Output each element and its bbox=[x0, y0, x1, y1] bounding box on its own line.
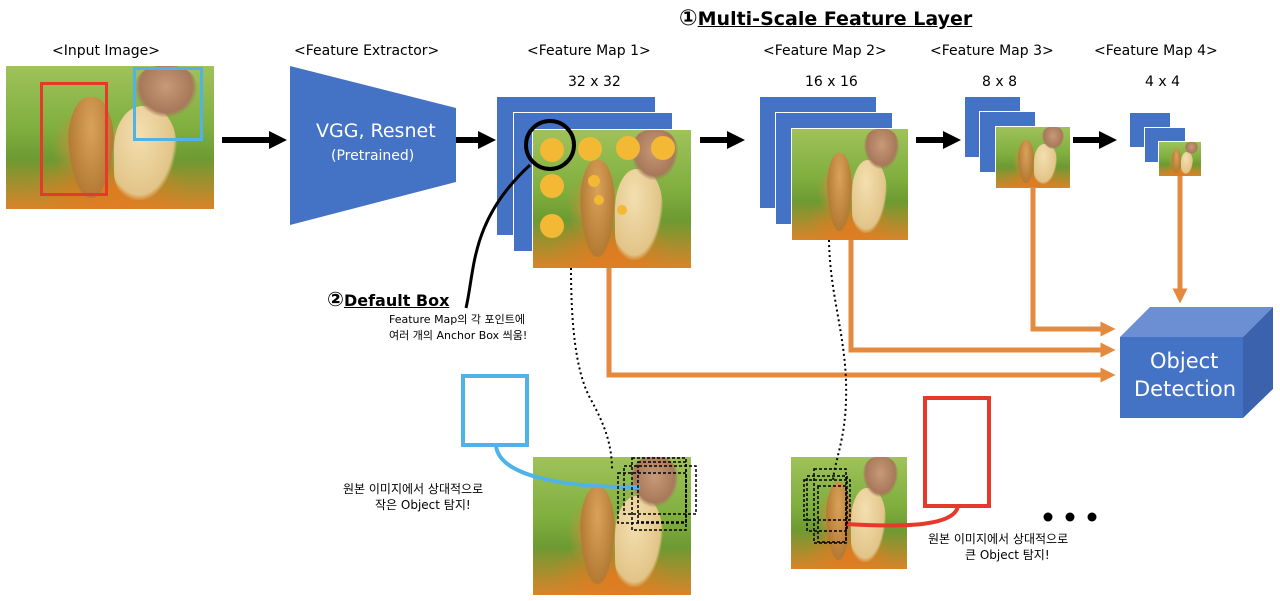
feature-map-3-image bbox=[995, 126, 1071, 189]
large-object-text-line2: 큰 Object 탐지! bbox=[965, 548, 1050, 562]
extractor-note: (Pretrained) bbox=[331, 148, 415, 164]
feature-map-4-size: 4 x 4 bbox=[1145, 74, 1180, 90]
title-text: Multi-Scale Feature Layer bbox=[697, 8, 973, 30]
extractor-name: VGG, Resnet bbox=[316, 120, 436, 142]
detection-arrow bbox=[606, 268, 1116, 383]
small-object-text-line1: 원본 이미지에서 상대적으로 bbox=[343, 482, 484, 496]
feature-map-3-label: <Feature Map 3> bbox=[930, 43, 1054, 59]
feature-map-1-label: <Feature Map 1> bbox=[527, 43, 651, 59]
input-image-label: <Input Image> bbox=[52, 43, 161, 59]
default-box-title: ②Default Box bbox=[327, 287, 449, 311]
feature-map-3-size: 8 x 8 bbox=[982, 74, 1017, 90]
cyan-bounding-box bbox=[133, 67, 203, 141]
default-box-points bbox=[540, 136, 675, 238]
dotted-connector bbox=[828, 239, 848, 481]
ellipsis bbox=[1043, 512, 1097, 522]
feature-map-1-size: 32 x 32 bbox=[568, 74, 621, 90]
default-box-desc-line2: 여러 개의 Anchor Box 씌움! bbox=[389, 329, 528, 342]
object-detection-block bbox=[1120, 307, 1273, 418]
diagram-title: ①Multi-Scale Feature Layer bbox=[679, 6, 972, 31]
detection-arrow bbox=[848, 240, 1116, 358]
default-box-title-text: Default Box bbox=[343, 291, 450, 310]
red-bounding-box bbox=[40, 82, 108, 196]
detection-label-line2: Detection bbox=[1134, 377, 1237, 401]
detection-label-line1: Object bbox=[1150, 349, 1219, 373]
feature-map-2-label: <Feature Map 2> bbox=[763, 43, 887, 59]
large-object-example-image bbox=[791, 457, 907, 569]
dotted-connector bbox=[570, 267, 613, 471]
anchor-boxes-small bbox=[617, 457, 697, 531]
default-box-highlight bbox=[524, 119, 576, 171]
feature-extractor-block bbox=[290, 66, 456, 225]
small-object-text-line2: 작은 Object 탐지! bbox=[375, 498, 471, 512]
feature-extractor-label: <Feature Extractor> bbox=[294, 43, 440, 59]
default-box-number: ② bbox=[327, 287, 344, 311]
detection-arrow bbox=[1030, 187, 1116, 337]
large-object-text-line1: 원본 이미지에서 상대적으로 bbox=[928, 532, 1069, 546]
large-object-link bbox=[844, 505, 960, 528]
small-object-box bbox=[461, 374, 529, 447]
feature-map-2-size: 16 x 16 bbox=[805, 74, 858, 90]
feature-map-2-image bbox=[791, 128, 909, 241]
default-box-callout bbox=[464, 163, 532, 309]
large-object-box bbox=[923, 396, 991, 508]
feature-map-4-label: <Feature Map 4> bbox=[1094, 43, 1218, 59]
small-object-link bbox=[494, 444, 641, 490]
feature-map-4-image bbox=[1158, 141, 1202, 177]
default-box-desc-line1: Feature Map의 각 포인트에 bbox=[389, 313, 525, 326]
anchor-boxes-large bbox=[803, 468, 851, 544]
title-number: ① bbox=[679, 6, 698, 31]
